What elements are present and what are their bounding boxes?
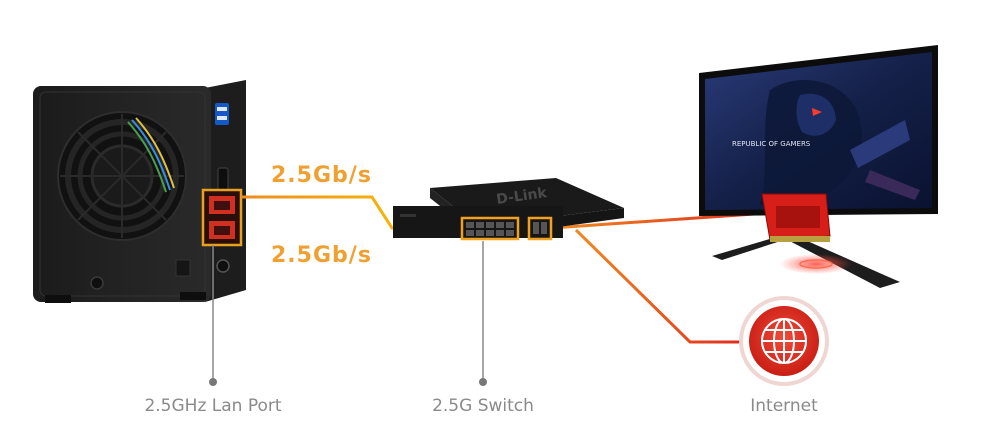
fan-icon	[57, 111, 187, 241]
upper-speed-label: 2.5Gb/s	[271, 163, 372, 188]
network-switch: D-Link	[393, 178, 624, 241]
gaming-monitor: REPUBLIC OF GAMERS	[699, 45, 938, 288]
nas-device	[33, 80, 246, 303]
internet-globe-icon	[739, 296, 829, 386]
switch-uplink-highlight	[527, 216, 553, 241]
switch-ports-highlight	[460, 216, 520, 241]
switch-brand-label: D-Link	[495, 185, 548, 208]
monitor-logo-text: REPUBLIC OF GAMERS	[732, 140, 811, 148]
internet-caption: Internet	[750, 396, 818, 416]
nas-caption: 2.5GHz Lan Port	[144, 396, 282, 416]
floor-glow	[780, 254, 852, 274]
usb-port-icon	[215, 103, 229, 125]
lower-speed-label: 2.5Gb/s	[271, 243, 372, 268]
switch-caption: 2.5G Switch	[432, 396, 534, 416]
